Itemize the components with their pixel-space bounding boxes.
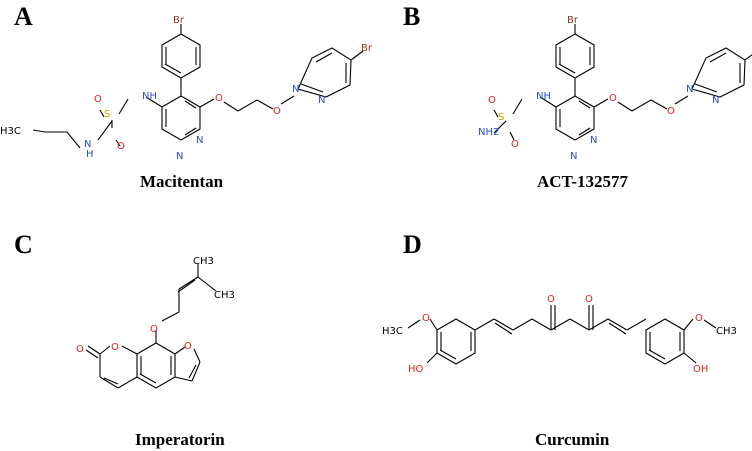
atom-o: O — [76, 344, 84, 355]
atom-h3c: H3C — [382, 326, 403, 337]
atom-ch3: CH3 — [716, 326, 737, 337]
atom-h3c: H3C — [0, 126, 21, 137]
panel-letter-d: D — [403, 230, 422, 259]
panel-letter-c: C — [14, 230, 33, 259]
atom-n: N — [590, 135, 597, 146]
curcumin-structure: O H3C HO O O O CH3 OH — [382, 294, 737, 375]
atom-o: O — [695, 313, 703, 324]
atom-o: O — [488, 95, 496, 106]
atom-n: N — [292, 84, 299, 95]
atom-n: N — [570, 151, 577, 162]
atom-n: N — [176, 151, 183, 162]
atom-s: S — [104, 109, 110, 120]
atom-o: O — [422, 313, 430, 324]
atom-ch3: CH3 — [214, 290, 235, 301]
atom-o: O — [111, 342, 119, 353]
atom-o: O — [667, 106, 675, 117]
macitentan-structure: Br NH S O O N H H3C N N O O N N Br — [0, 15, 373, 162]
atom-ch3: CH3 — [193, 256, 214, 267]
panel-letter-b: B — [403, 2, 421, 31]
atom-n: N — [196, 135, 203, 146]
atom-nh: NH — [536, 91, 551, 102]
atom-o: O — [273, 106, 281, 117]
atom-o: O — [150, 324, 158, 335]
atom-n: N — [712, 95, 719, 106]
atom-o: O — [184, 341, 192, 352]
atom-oh: OH — [693, 364, 708, 375]
atom-o: O — [547, 294, 555, 305]
atom-br: Br — [361, 43, 373, 54]
atom-n: N — [318, 95, 325, 106]
atom-nh: NH — [142, 91, 157, 102]
atom-o: O — [609, 93, 617, 104]
caption-act-132577: ACT-132577 — [537, 172, 628, 191]
caption-curcumin: Curcumin — [535, 430, 610, 449]
atom-nh2: NH2 — [478, 127, 499, 138]
atom-h: H — [86, 149, 94, 160]
atom-ho: HO — [408, 364, 424, 375]
caption-imperatorin: Imperatorin — [135, 430, 225, 449]
atom-o: O — [585, 294, 593, 305]
atom-s: S — [498, 112, 504, 123]
atom-n: N — [686, 84, 693, 95]
atom-br: Br — [567, 15, 579, 26]
atom-o: O — [117, 141, 125, 152]
atom-o: O — [94, 94, 102, 105]
caption-macitentan: Macitentan — [140, 172, 224, 191]
atom-o: O — [511, 139, 519, 150]
atom-o: O — [215, 93, 223, 104]
panel-letter-a: A — [14, 2, 33, 31]
atom-br: Br — [173, 15, 185, 26]
act-132577-structure: Br NH S O O NH2 N N O O N N Br — [478, 15, 752, 162]
atom-n: N — [84, 139, 91, 150]
imperatorin-structure: CH3 CH3 O O O O — [76, 256, 235, 389]
